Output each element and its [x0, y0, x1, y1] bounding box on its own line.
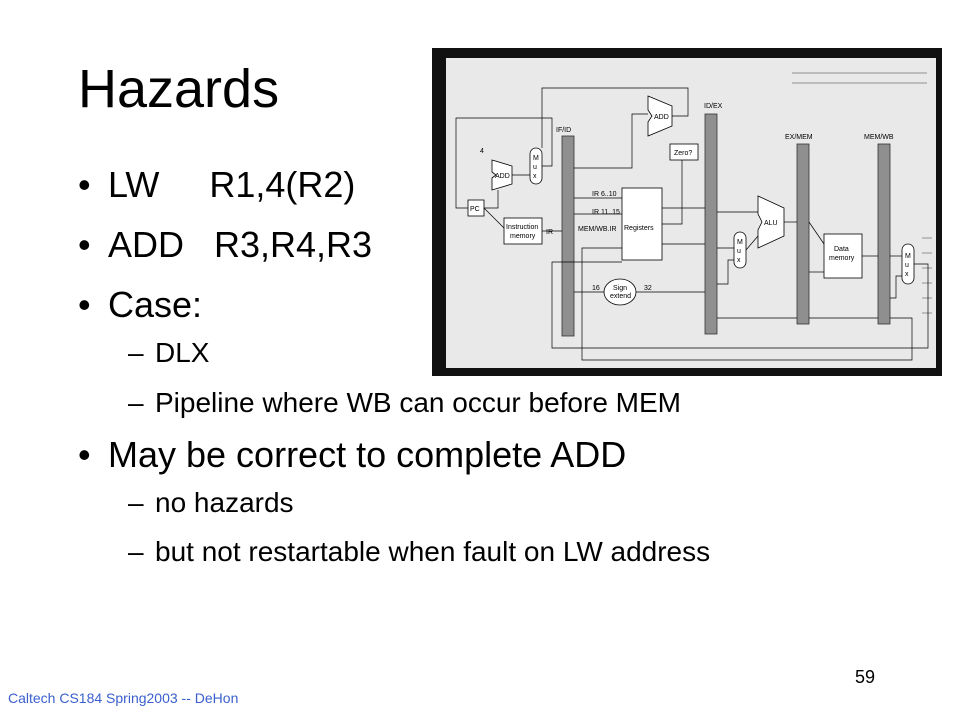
if-id-label: IF/ID	[556, 127, 571, 134]
pc-adder	[491, 159, 513, 191]
sign-label-1: Sign	[613, 285, 627, 292]
sub-bullet-item: – Pipeline where WB can occur before MEM	[78, 387, 918, 419]
zero-test	[669, 143, 699, 161]
ex-mem-label: EX/MEM	[785, 134, 813, 141]
pc-mux-m: M	[533, 155, 539, 162]
constant-four: 4	[480, 148, 484, 155]
bullet-dot: •	[78, 164, 91, 205]
register-file	[621, 187, 663, 261]
slide-title: Hazards	[78, 59, 280, 119]
mem-wb-register	[877, 143, 891, 325]
sub-bullet-item: – no hazards	[78, 487, 918, 519]
id-ex-register	[704, 113, 718, 335]
ex-mem-register	[796, 143, 810, 325]
page-number: 59	[855, 667, 876, 687]
alu-mux-m: M	[737, 239, 743, 246]
branch-adder	[647, 95, 673, 137]
instruction-memory	[503, 217, 543, 245]
sub-bullet-item: – but not restartable when fault on LW a…	[78, 536, 775, 568]
mem-wb-label: MEM/WB	[864, 134, 894, 141]
sign-extend	[603, 278, 637, 306]
pipeline-diagram: IF/ID ID/EX EX/MEM MEM/WB PC ADD 4 M u x…	[446, 58, 936, 368]
figure-paper	[446, 58, 936, 368]
ir-6-10-label: IR 6..10	[592, 191, 617, 198]
bullet-dot: •	[78, 434, 91, 475]
sub-bullet-text: Pipeline where WB can occur before MEM	[155, 387, 681, 418]
bullet-item: • Case:	[78, 285, 918, 325]
wb-mux-u: u	[905, 262, 909, 269]
alu-mux-u: u	[737, 248, 741, 255]
pc-adder-label: ADD	[495, 173, 510, 180]
wb-mux-x: x	[905, 271, 909, 278]
zero-label: Zero?	[674, 150, 692, 157]
width-16-label: 16	[592, 285, 600, 292]
sub-bullet-text: but not restartable when fault on LW add…	[155, 536, 711, 567]
ir-label: IR	[546, 229, 553, 236]
pc-mux-u: u	[533, 164, 537, 171]
sign-label-2: extend	[610, 293, 631, 300]
alu-label: ALU	[764, 220, 778, 227]
sub-bullet-item: – DLX	[78, 337, 918, 369]
id-ex-label: ID/EX	[704, 103, 723, 110]
sub-bullet-text: no hazards	[155, 487, 294, 518]
mem-wb-ir-label: MEM/WB.IR	[578, 226, 617, 233]
sub-bullet-dash: –	[128, 536, 144, 567]
footer-credit: Caltech CS184 Spring2003 -- DeHon	[8, 690, 239, 706]
ir-11-15-label: IR 11..15	[592, 209, 620, 216]
bullet-list: • LW R1,4(R2) • ADD R3,R4,R3 • Case: – D…	[78, 165, 918, 568]
sub-bullet-dash: –	[128, 337, 144, 368]
dmem-label-2: memory	[829, 255, 855, 262]
dmem-label-1: Data	[834, 246, 849, 253]
pc-label: PC	[470, 206, 480, 213]
bullet-dot: •	[78, 224, 91, 265]
sub-bullet-text: DLX	[155, 337, 210, 368]
imem-label-2: memory	[510, 233, 536, 240]
pipeline-datapath-figure: IF/ID ID/EX EX/MEM MEM/WB PC ADD 4 M u x…	[432, 48, 942, 376]
sub-bullet-dash: –	[128, 487, 144, 518]
bullet-text: LW R1,4(R2)	[108, 164, 356, 205]
bullet-text: Case:	[108, 284, 203, 325]
alu	[757, 195, 785, 249]
bullet-text: May be correct to complete ADD	[108, 434, 627, 475]
bullet-item: • LW R1,4(R2)	[78, 165, 918, 205]
datapath-wires	[455, 87, 929, 361]
data-memory	[823, 233, 863, 279]
bullet-dot: •	[78, 284, 91, 325]
alu-mux-x: x	[737, 257, 741, 264]
if-id-register	[561, 135, 575, 337]
branch-adder-label: ADD	[654, 114, 669, 121]
width-32-label: 32	[644, 285, 652, 292]
pc-mux-x: x	[533, 173, 537, 180]
sub-bullet-dash: –	[128, 387, 144, 418]
registers-label: Registers	[624, 225, 654, 232]
imem-label-1: Instruction	[506, 224, 538, 231]
bullet-item: • May be correct to complete ADD	[78, 435, 918, 475]
bullet-item: • ADD R3,R4,R3	[78, 225, 918, 265]
bullet-text: ADD R3,R4,R3	[108, 224, 373, 265]
wb-mux-m: M	[905, 253, 911, 260]
